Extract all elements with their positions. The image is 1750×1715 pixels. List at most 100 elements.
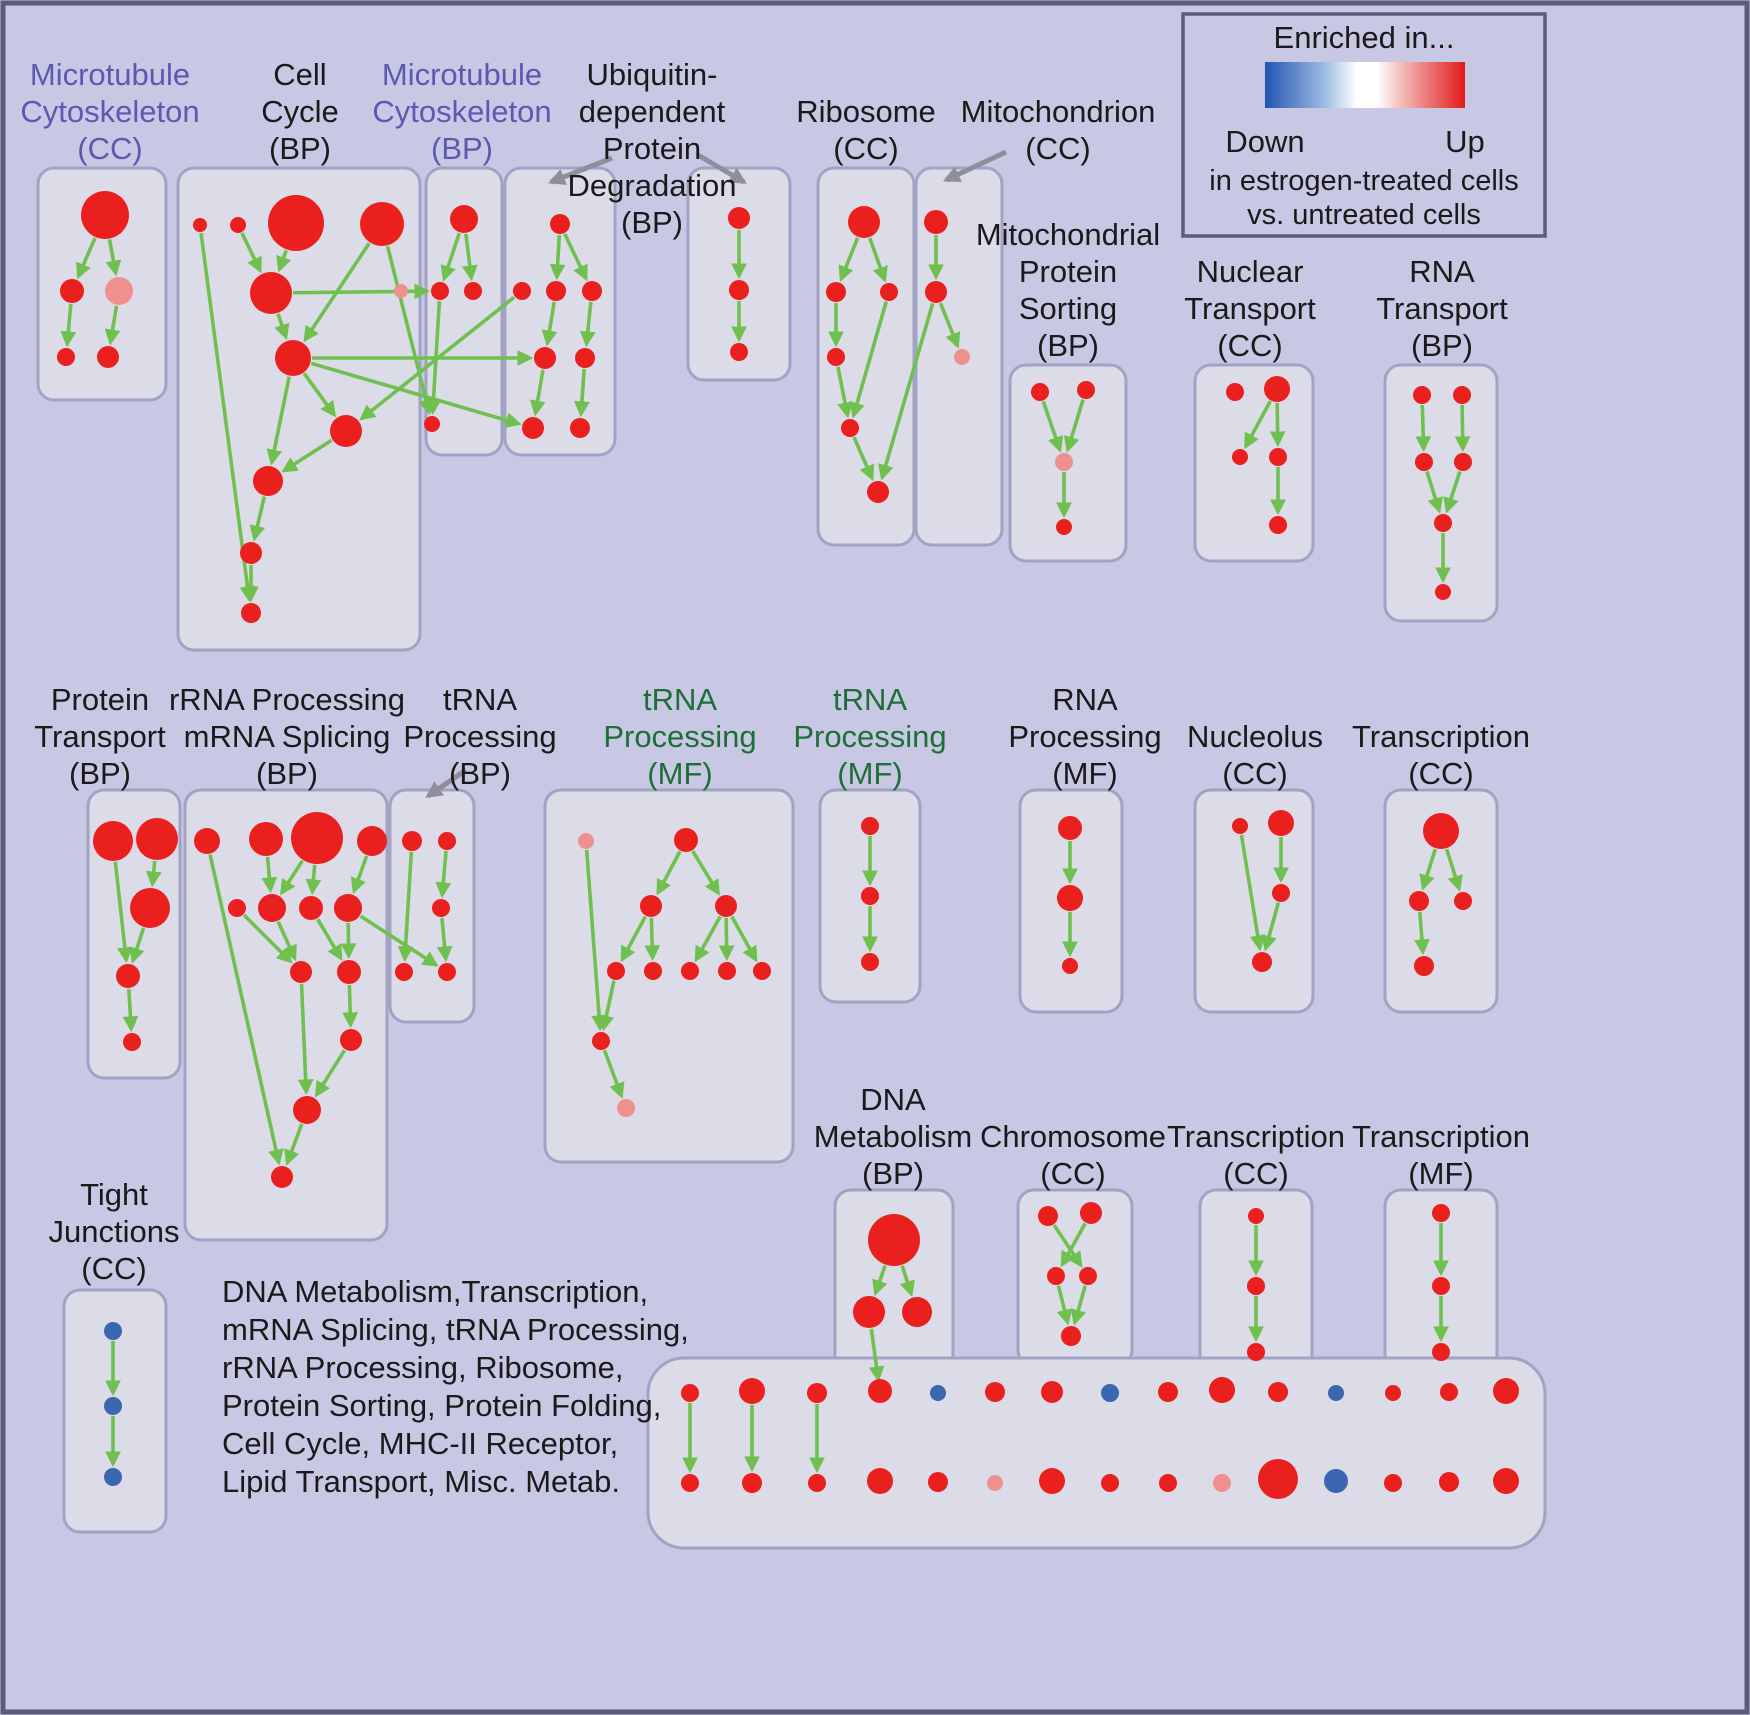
cluster-label-line: (CC) [1223, 1156, 1288, 1191]
go-term-node [1158, 1382, 1178, 1402]
edge-arrow [316, 918, 343, 961]
edge-arrow [563, 233, 588, 282]
edge-arrow [240, 232, 262, 274]
cluster-label-line: (CC) [833, 131, 898, 166]
edge-arrow [440, 232, 461, 282]
go-term-node [104, 1322, 122, 1340]
edge-arrow [297, 983, 314, 1096]
nodes-layer [57, 191, 1519, 1499]
misc-caption-line: Protein Sorting, Protein Folding, [222, 1388, 661, 1423]
edge-arrow [529, 369, 546, 417]
edge-arrow [899, 1265, 915, 1297]
go-term-node [123, 1033, 141, 1051]
edge-arrow [584, 849, 607, 1032]
go-term-node [228, 899, 246, 917]
go-term-node [930, 1385, 946, 1401]
edge-arrow [359, 295, 516, 421]
go-term-node [194, 828, 220, 854]
go-term-node [1031, 383, 1049, 401]
edges-layer [60, 230, 1471, 1474]
cluster-label-line: mRNA Splicing [184, 719, 391, 754]
go-term-node [1047, 1267, 1065, 1285]
go-term-node [250, 272, 292, 314]
cluster-label-line: Tight [80, 1177, 148, 1212]
go-term-node [954, 349, 970, 365]
go-term-node [1056, 519, 1072, 535]
misc-cluster-caption: DNA Metabolism,Transcription,mRNA Splici… [222, 1274, 689, 1499]
cluster-box-ubiquitin-degradation-left [503, 166, 617, 457]
cluster-label-line: Processing [403, 719, 556, 754]
go-term-node [395, 963, 413, 981]
go-term-node [1409, 891, 1429, 911]
go-term-node [81, 191, 129, 239]
edge-arrow [280, 859, 304, 896]
go-term-node [1269, 448, 1287, 466]
cluster-label-line: Processing [603, 719, 756, 754]
edge-arrow [340, 922, 357, 960]
cluster-label-line: (BP) [269, 131, 331, 166]
cluster-box-miscellaneous [646, 1356, 1547, 1550]
cluster-label-line: Processing [1008, 719, 1161, 754]
go-term-node [1432, 1343, 1450, 1361]
cluster-label-line: (CC) [1222, 756, 1287, 791]
go-term-node [1493, 1378, 1519, 1404]
edge-arrow [1261, 902, 1281, 952]
cluster-label-line: (BP) [862, 1156, 924, 1191]
label-pointer-arrow [425, 767, 468, 799]
go-term-node [578, 833, 594, 849]
go-term-node [1247, 1277, 1265, 1295]
edge-arrow [868, 1328, 885, 1383]
edge-arrow [129, 927, 146, 964]
go-term-node [1232, 818, 1248, 834]
cluster-label-line: dependent [579, 94, 726, 129]
cluster-label-ribosome-cc: Ribosome(CC) [796, 94, 936, 166]
cluster-label-line: Sorting [1019, 291, 1117, 326]
go-term-node [924, 210, 948, 234]
cluster-label-line: Ubiquitin- [587, 57, 718, 92]
edge-arrow [276, 920, 297, 962]
go-term-node [1038, 1206, 1058, 1226]
cluster-label-line: (BP) [1411, 328, 1473, 363]
cluster-box-protein-transport-bp [86, 788, 182, 1080]
misc-caption-line: mRNA Splicing, tRNA Processing, [222, 1312, 689, 1347]
cluster-label-line: (CC) [1025, 131, 1090, 166]
legend-subtitle-line: vs. untreated cells [1247, 199, 1481, 231]
go-term-node [1159, 1474, 1177, 1492]
cluster-label-line: (CC) [1040, 1156, 1105, 1191]
go-term-node [753, 962, 771, 980]
go-term-node [534, 347, 556, 369]
go-term-node [1058, 816, 1082, 840]
go-term-node [293, 1096, 321, 1124]
misc-caption-line: rRNA Processing, Ribosome, [222, 1350, 623, 1385]
go-term-node [681, 1474, 699, 1492]
go-term-node [617, 1099, 635, 1117]
go-term-node [1041, 1381, 1063, 1403]
cluster-label-line: Protein [51, 682, 149, 717]
go-term-node [1432, 1277, 1450, 1295]
go-term-node [1213, 1474, 1231, 1492]
go-term-node [739, 1378, 765, 1404]
go-term-node [1209, 1377, 1235, 1403]
go-term-node [1440, 1383, 1458, 1401]
go-term-node [1454, 892, 1472, 910]
cluster-box-rna-transport-bp [1383, 363, 1499, 623]
go-term-node [275, 340, 311, 376]
edge-arrow [1041, 400, 1064, 453]
go-term-node [728, 207, 750, 229]
go-term-node [522, 417, 544, 439]
go-term-node [1385, 1385, 1401, 1401]
edge-arrow [274, 313, 290, 341]
legend-subtitle-line: in estrogen-treated cells [1209, 165, 1519, 197]
edge-arrow [359, 914, 439, 967]
edge-arrow [397, 851, 414, 963]
edge-arrow [208, 854, 284, 1166]
edge-arrow [302, 372, 337, 418]
go-term-node [357, 826, 387, 856]
go-term-node [730, 343, 748, 361]
go-term-node [57, 348, 75, 366]
edge-arrow [310, 361, 522, 428]
go-term-node [848, 206, 880, 238]
